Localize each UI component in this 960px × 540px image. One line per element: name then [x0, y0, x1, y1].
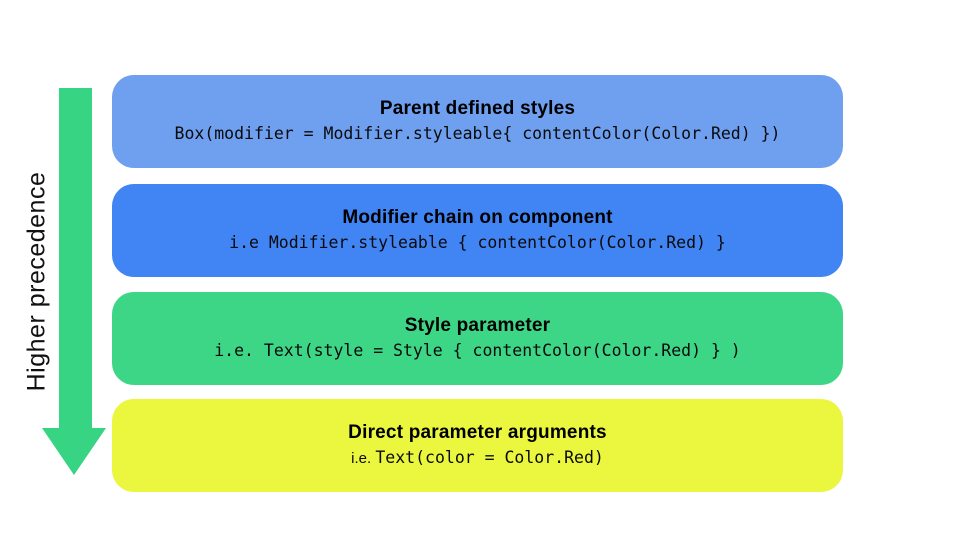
box-title: Direct parameter arguments: [348, 422, 607, 443]
precedence-down-arrow: [42, 88, 106, 475]
code-text: i.e. Text(style = Style { contentColor(C…: [214, 341, 741, 360]
box-style-parameter: Style parameter i.e. Text(style = Style …: [112, 292, 843, 385]
box-code: Box(modifier = Modifier.styleable{ conte…: [175, 124, 781, 145]
box-title: Modifier chain on component: [342, 207, 613, 228]
box-code: i.e Modifier.styleable { contentColor(Co…: [229, 233, 726, 254]
box-title: Style parameter: [404, 315, 551, 336]
down-arrow-icon: [42, 88, 106, 475]
box-parent-defined-styles: Parent defined styles Box(modifier = Mod…: [112, 75, 843, 168]
box-title: Parent defined styles: [379, 98, 576, 119]
box-direct-parameter-arguments: Direct parameter arguments i.e. Text(col…: [112, 399, 843, 492]
code-text: Box(modifier = Modifier.styleable{ conte…: [174, 124, 781, 143]
code-prefix: i.e.: [351, 450, 376, 467]
code-text: i.e Modifier.styleable { contentColor(Co…: [229, 233, 726, 252]
box-modifier-chain: Modifier chain on component i.e Modifier…: [112, 184, 843, 277]
code-text: Text(color = Color.Red): [375, 448, 604, 467]
box-code: i.e. Text(style = Style { contentColor(C…: [214, 341, 741, 362]
box-code: i.e. Text(color = Color.Red): [351, 448, 604, 469]
